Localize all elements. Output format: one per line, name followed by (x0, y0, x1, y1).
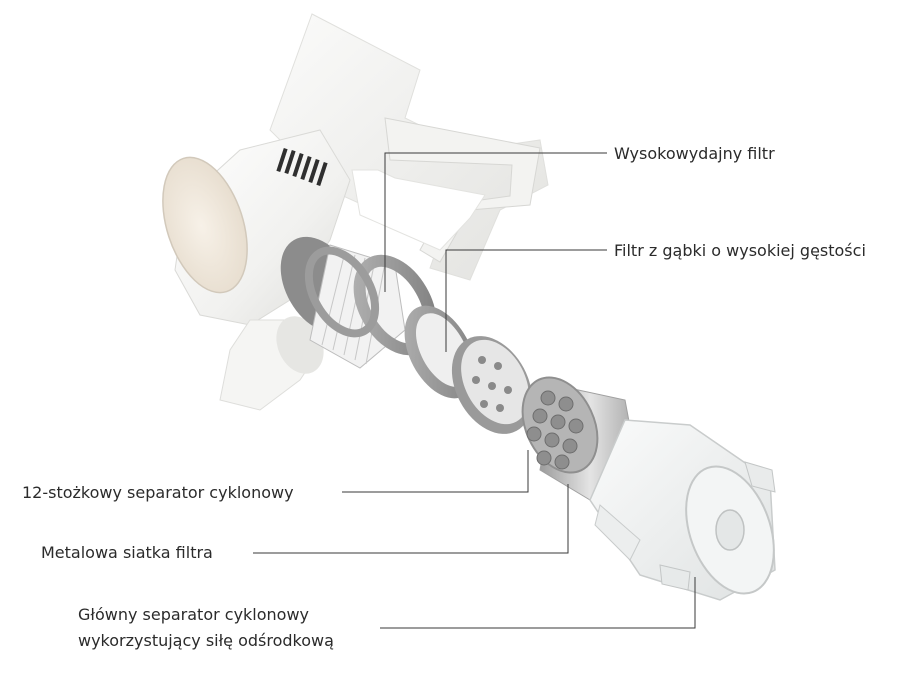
leader-line-mesh (253, 484, 569, 554)
label-sponge-filter: Filtr z gąbki o wysokiej gęstości (614, 241, 866, 260)
label-main-separator: Główny separator cyklonowy wykorzystując… (78, 602, 334, 654)
label-cone-separator: 12-stożkowy separator cyklonowy (22, 483, 294, 502)
leader-line-main (380, 577, 696, 629)
vent-grille-icon (276, 147, 328, 187)
hepa-filter-part (280, 236, 437, 369)
label-metal-mesh: Metalowa siatka filtra (41, 543, 213, 562)
leader-line-cone (342, 450, 529, 493)
leader-lines (253, 152, 696, 629)
label-main-separator-line-1: Główny separator cyklonowy (78, 605, 310, 624)
label-main-separator-line-2: wykorzystujący siłę odśrodkową (78, 631, 334, 650)
vacuum-handle-body (162, 13, 549, 411)
perforated-plate-part (451, 336, 533, 434)
dust-bin-part (589, 419, 776, 601)
leader-line-sponge (445, 249, 607, 352)
label-hepa-filter: Wysokowydajny filtr (614, 144, 775, 163)
leader-line-hepa (384, 152, 607, 292)
